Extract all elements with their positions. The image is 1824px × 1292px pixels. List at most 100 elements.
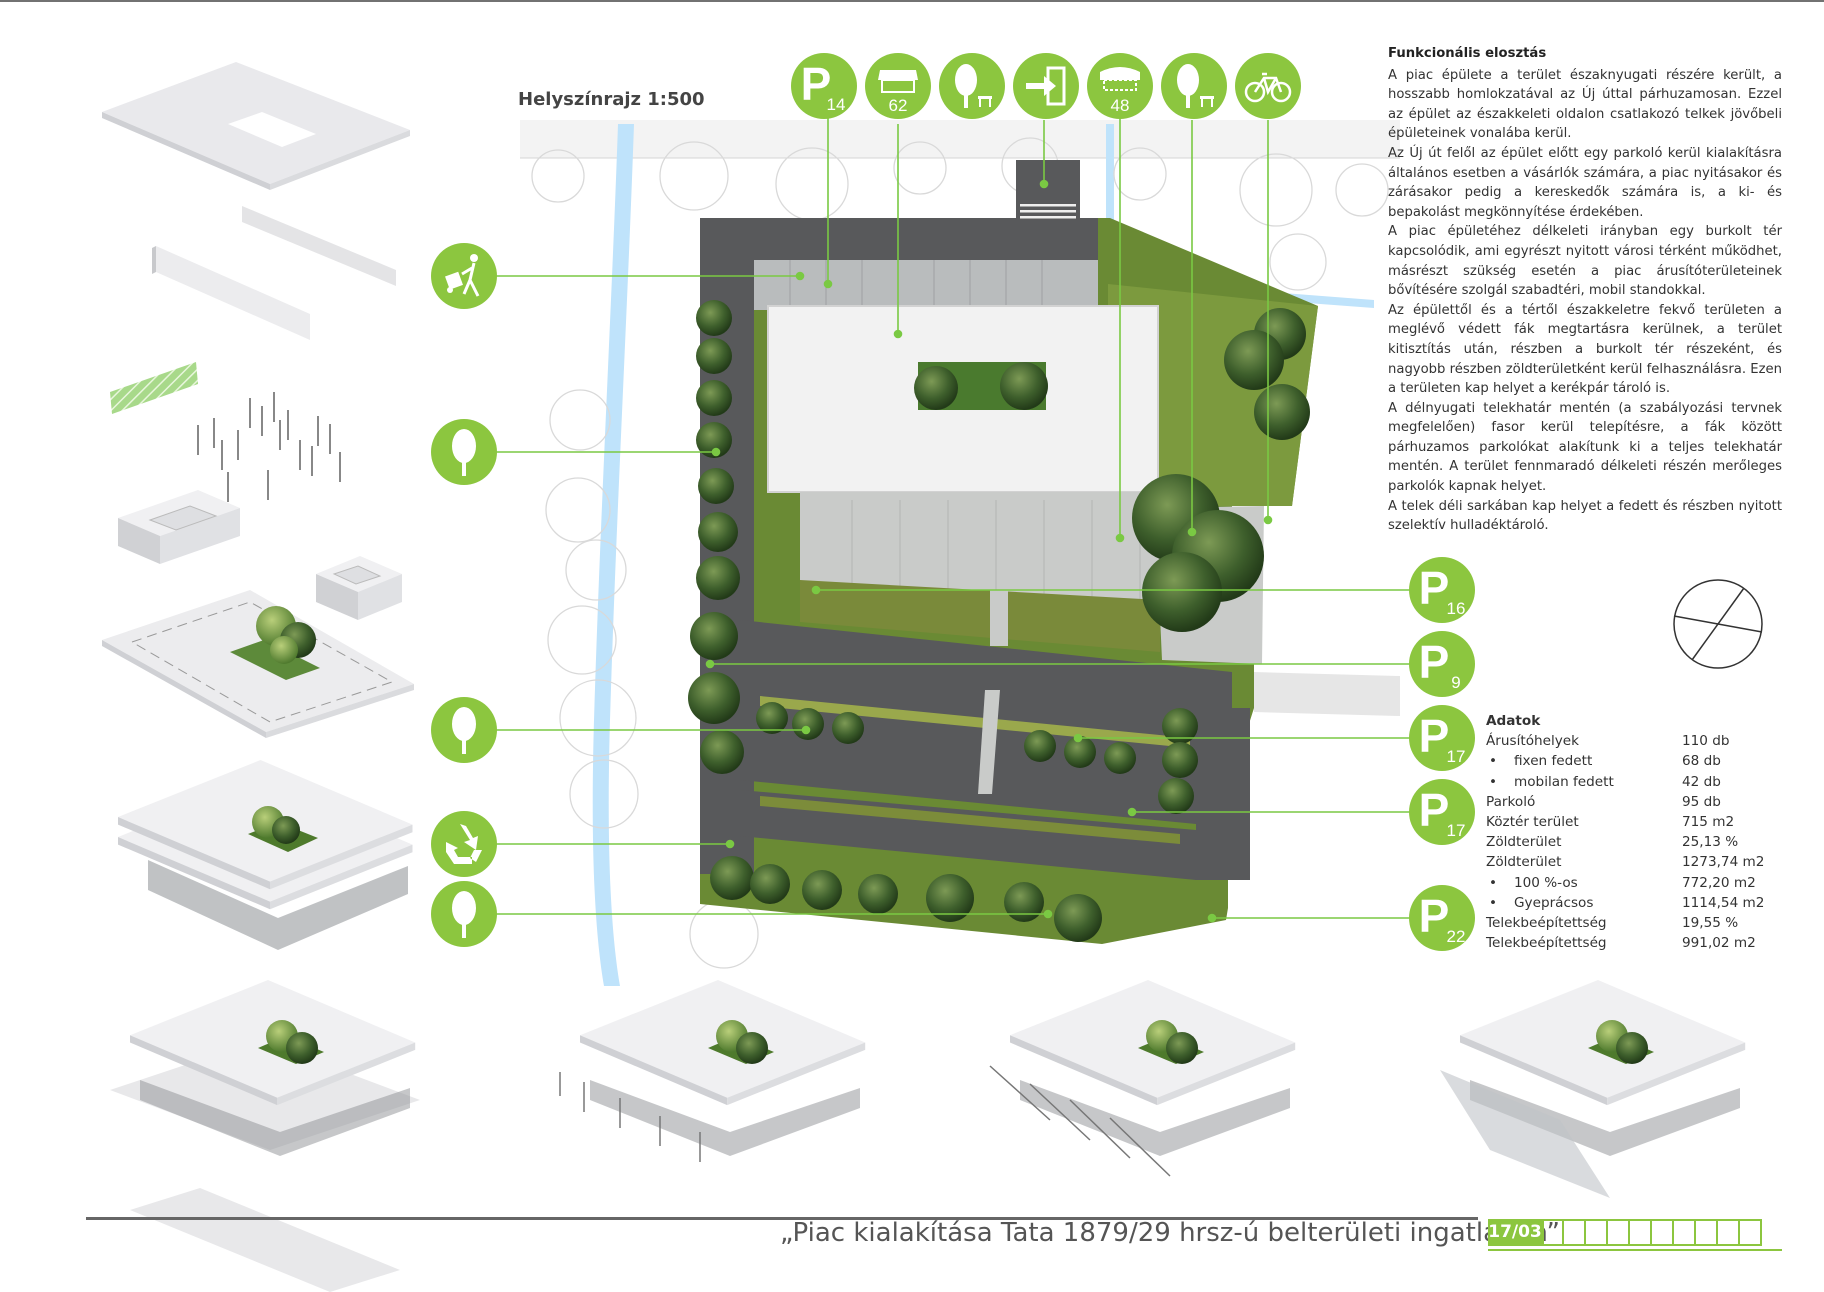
description-paragraph: A piac épülete a terület északnyugati ré… xyxy=(1388,67,1782,142)
parking-icon: P 17 xyxy=(1409,779,1475,845)
right-parking-badges: P 16 P 9 P 17 P 17 P 22 xyxy=(1409,557,1475,951)
description-paragraph: A telek déli sarkában kap helyet a fedet… xyxy=(1388,498,1782,534)
recycle-icon xyxy=(431,811,497,877)
page-cell xyxy=(1674,1219,1696,1246)
top-badge-count: 62 xyxy=(889,96,908,115)
top-icon-badges: P 14 62 48 xyxy=(791,53,1301,119)
data-value: 1114,54 m2 xyxy=(1682,894,1765,911)
description-paragraph: A piac épületéhez délkeleti irányban egy… xyxy=(1388,224,1782,299)
site-plan-title: Helyszínrajz 1:500 xyxy=(518,89,705,110)
tree-bench-icon xyxy=(1161,53,1227,119)
parking-icon: P 16 xyxy=(1409,557,1475,623)
isometric-building-views xyxy=(110,760,1746,1292)
iso-view-3 xyxy=(989,980,1296,1177)
axo-green-facade xyxy=(110,362,198,414)
exploded-axonometric xyxy=(102,62,414,738)
data-value: 68 db xyxy=(1682,753,1721,770)
description-paragraph: A délnyugati telekhatár mentén (a szabál… xyxy=(1388,400,1782,495)
svg-text:P: P xyxy=(1419,562,1450,614)
description-paragraph: Az Új út felől az épület előtt egy parko… xyxy=(1388,145,1782,220)
tree-icon xyxy=(431,697,497,763)
data-row: mobilan fedett 42 db xyxy=(1486,772,1786,792)
data-value: 19,55 % xyxy=(1682,914,1739,931)
data-row: Zöldterület 25,13 % xyxy=(1486,832,1786,852)
bicycle-icon xyxy=(1235,53,1301,119)
iso-view-4 xyxy=(1440,980,1746,1198)
data-row: Telekbeépítettség 19,55 % xyxy=(1486,913,1786,933)
data-value: 95 db xyxy=(1682,793,1721,810)
data-label: mobilan fedett xyxy=(1486,772,1614,792)
trolley-icon xyxy=(431,243,497,309)
data-label: Zöldterület xyxy=(1486,834,1562,851)
page-cell xyxy=(1586,1219,1608,1246)
page-cell xyxy=(1740,1219,1762,1246)
parking-count: 22 xyxy=(1447,927,1466,946)
north-arrow-icon xyxy=(1673,579,1763,669)
parking-count: 16 xyxy=(1447,599,1466,618)
mobile-stall-icon: 48 xyxy=(1087,53,1153,119)
svg-text:P: P xyxy=(1419,710,1450,762)
callout-leaders xyxy=(480,110,1412,923)
top-badge-count: 48 xyxy=(1111,96,1130,115)
svg-text:P: P xyxy=(801,58,832,110)
data-label: Parkoló xyxy=(1486,793,1536,810)
market-stall-icon: 62 xyxy=(865,53,931,119)
data-label: Telekbeépítettség xyxy=(1486,935,1607,952)
data-label: Telekbeépítettség xyxy=(1486,914,1607,931)
axo-service-boxes xyxy=(118,490,402,620)
data-value: 25,13 % xyxy=(1682,834,1739,851)
data-value: 715 m2 xyxy=(1682,813,1735,830)
data-value: 772,20 m2 xyxy=(1682,874,1756,891)
stream xyxy=(592,124,634,986)
data-row: Zöldterület 1273,74 m2 xyxy=(1486,852,1786,872)
page-cell xyxy=(1564,1219,1586,1246)
page-cell xyxy=(1652,1219,1674,1246)
page-cell xyxy=(1608,1219,1630,1246)
iso-view-1 xyxy=(110,980,420,1292)
parking-icon: P 14 xyxy=(791,53,857,119)
description-heading: Funkcionális elosztás xyxy=(1388,46,1547,61)
data-label: Árusítóhelyek xyxy=(1486,733,1580,750)
parking-icon: P 9 xyxy=(1409,631,1475,697)
parking-count: 17 xyxy=(1447,747,1466,766)
page-index-rule xyxy=(1488,1249,1782,1251)
project-title: „Piac kialakítása Tata 1879/29 hrsz-ú be… xyxy=(780,1218,1560,1248)
svg-text:P: P xyxy=(1419,636,1450,688)
tree-icon xyxy=(431,419,497,485)
data-value: 110 db xyxy=(1682,733,1730,750)
data-label: Köztér terület xyxy=(1486,813,1579,830)
parking-icon: P 22 xyxy=(1409,885,1475,951)
description-paragraph: Az épülettől és a tértől északkeletre fe… xyxy=(1388,302,1782,397)
data-value: 1273,74 m2 xyxy=(1682,854,1765,871)
data-row: Köztér terület 715 m2 xyxy=(1486,812,1786,832)
data-row: Telekbeépítettség 991,02 m2 xyxy=(1486,933,1786,953)
top-badge-count: 14 xyxy=(827,95,846,114)
data-label: fixen fedett xyxy=(1486,751,1592,771)
data-value: 42 db xyxy=(1682,773,1721,790)
site-plan xyxy=(520,120,1400,986)
iso-view-2 xyxy=(559,980,866,1162)
entrance-icon xyxy=(1013,53,1079,119)
page-number-badge: 17/03 xyxy=(1488,1219,1542,1246)
footer-rule xyxy=(86,1217,1478,1220)
left-icon-badges xyxy=(431,243,497,947)
axo-walls xyxy=(152,206,396,340)
page-index-cells xyxy=(1542,1219,1762,1246)
functional-distribution-text: Funkcionális elosztás A piac épülete a t… xyxy=(1388,44,1782,536)
axo-floor-slab xyxy=(102,590,414,738)
axo-roof-slab xyxy=(102,62,410,190)
parking-count: 17 xyxy=(1447,821,1466,840)
data-row: Árusítóhelyek 110 db xyxy=(1486,731,1786,751)
data-label: Zöldterület xyxy=(1486,854,1562,871)
data-value: 991,02 m2 xyxy=(1682,935,1756,952)
existing-tree-outlines xyxy=(531,137,1389,969)
axo-columns xyxy=(197,392,341,502)
iso-view-main xyxy=(118,760,413,950)
tree-bench-icon xyxy=(939,53,1005,119)
tree-icon xyxy=(431,881,497,947)
page-cell xyxy=(1542,1219,1564,1246)
data-label: 100 %-os xyxy=(1486,873,1578,893)
